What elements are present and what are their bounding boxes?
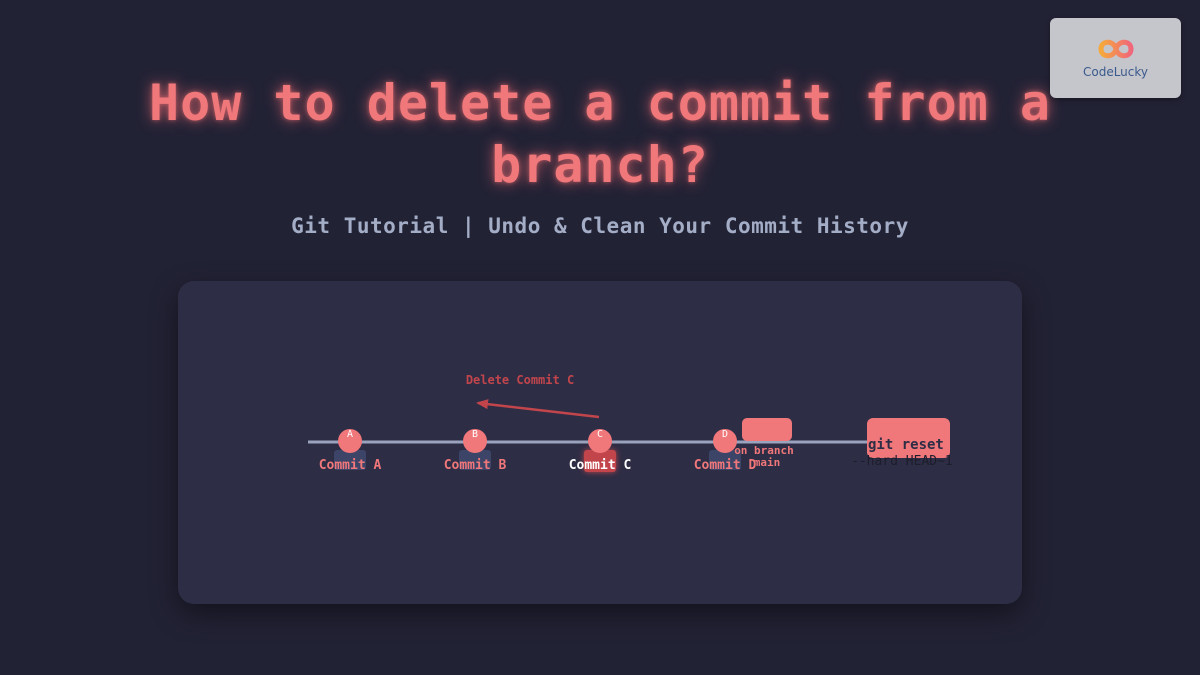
branch-label-line2: main [754,456,781,469]
commit-base [709,450,741,470]
commit-label: Commit B [444,458,507,473]
commit-label: Commit A [319,458,382,473]
diagram-card: Delete Commit C A Commit A B Commit B C [178,281,1022,604]
page-subtitle: Git Tutorial | Undo & Clean Your Commit … [291,214,909,238]
command-line1: git reset [868,437,944,453]
commit-node-b[interactable]: B Commit B [444,429,507,473]
logo-text: CodeLucky [1082,65,1149,79]
commit-circle [338,429,362,453]
commit-node-d[interactable]: D Commit D [694,429,757,473]
command-box-bg [867,418,950,458]
commit-id: A [347,429,353,440]
delete-annotation: Delete Commit C [466,373,574,387]
command-line2: --hard HEAD~1 [851,454,953,469]
delete-arrow [476,399,600,419]
commit-label-highlighted: Commit C [569,458,632,473]
command-box[interactable]: git reset --hard HEAD~1 [851,418,953,469]
commit-node-a[interactable]: A Commit A [319,429,382,473]
commit-id: C [597,429,603,440]
git-history-diagram: Delete Commit C A Commit A B Commit B C [308,373,953,473]
commit-circle [713,429,737,453]
commit-label: Commit D [694,458,757,473]
branch-pointer[interactable]: on branch main [734,418,794,469]
page-title: How to delete a commit from a branch? [149,74,1051,194]
commit-circle [588,429,612,453]
commit-base [459,450,491,470]
commit-base [334,450,366,470]
branch-tag [742,418,792,441]
branch-label-line1: on branch [734,444,794,457]
commit-base-highlight [584,450,616,472]
infinity-logo-icon [1098,39,1134,59]
codelucky-logo: CodeLucky [1050,18,1181,98]
commit-id: B [472,429,478,440]
commit-node-c[interactable]: C Commit C [569,429,632,473]
commit-id: D [722,429,728,440]
commit-circle [463,429,487,453]
